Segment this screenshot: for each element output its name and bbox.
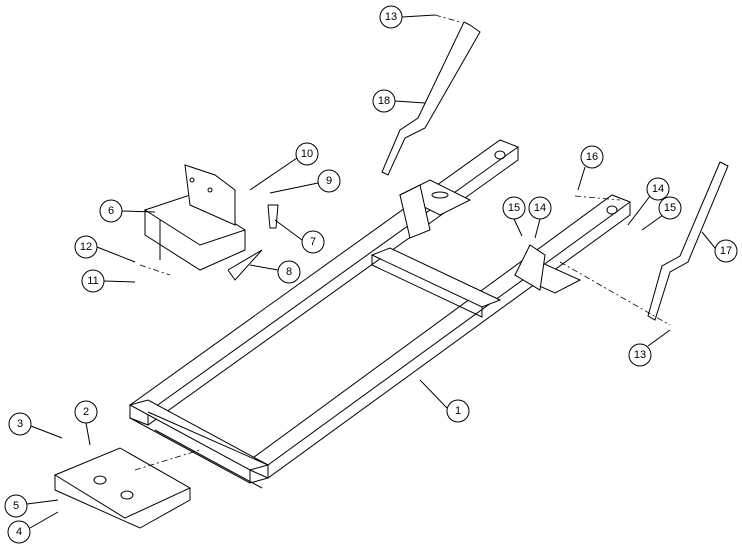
callout-number: 7	[310, 236, 316, 248]
plate-2	[53, 447, 192, 529]
arm-17	[647, 161, 729, 321]
callout-number: 17	[720, 245, 732, 257]
callout-10: 10	[295, 142, 319, 166]
callout-5: 5	[4, 494, 28, 518]
callout-14: 14	[646, 177, 670, 201]
callout-number: 2	[83, 406, 89, 418]
callout-number: 11	[87, 275, 98, 287]
callout-number: 15	[508, 202, 520, 214]
callout-number: 15	[664, 202, 676, 214]
callout-4: 4	[7, 520, 31, 544]
callout-1: 1	[446, 399, 470, 423]
callout-13: 13	[628, 343, 652, 367]
callout-number: 8	[286, 266, 292, 278]
main-frame	[128, 139, 631, 489]
callout-number: 9	[326, 175, 332, 187]
callout-9: 9	[317, 169, 341, 193]
callout-3: 3	[8, 412, 32, 436]
hitch-bracket	[143, 164, 247, 271]
callout-number: 14	[652, 183, 664, 195]
callout-number: 3	[17, 418, 23, 430]
callout-6: 6	[99, 199, 123, 223]
callout-11: 11	[81, 269, 105, 293]
callout-number: 6	[108, 205, 114, 217]
callout-15: 15	[502, 196, 526, 220]
callout-2: 2	[74, 400, 98, 424]
callout-number: 14	[534, 202, 546, 214]
callout-number: 18	[378, 95, 390, 107]
callout-12: 12	[74, 235, 98, 259]
callout-7: 7	[301, 230, 325, 254]
callout-17: 17	[714, 239, 738, 263]
callout-number: 5	[13, 500, 19, 512]
callout-number: 4	[16, 526, 22, 538]
callout-16: 16	[580, 145, 604, 169]
callout-number: 12	[80, 241, 92, 253]
callout-number: 10	[301, 148, 313, 160]
callout-number: 16	[586, 151, 598, 163]
callout-8: 8	[277, 260, 301, 284]
callout-13: 13	[379, 5, 403, 29]
callout-number: 13	[634, 349, 646, 361]
callout-15: 15	[658, 196, 682, 220]
arm-18	[381, 21, 481, 176]
leader-lines	[26, 14, 716, 529]
callout-number: 1	[455, 405, 461, 417]
callout-14: 14	[528, 196, 552, 220]
callout-18: 18	[372, 89, 396, 113]
callout-number: 13	[385, 11, 397, 23]
